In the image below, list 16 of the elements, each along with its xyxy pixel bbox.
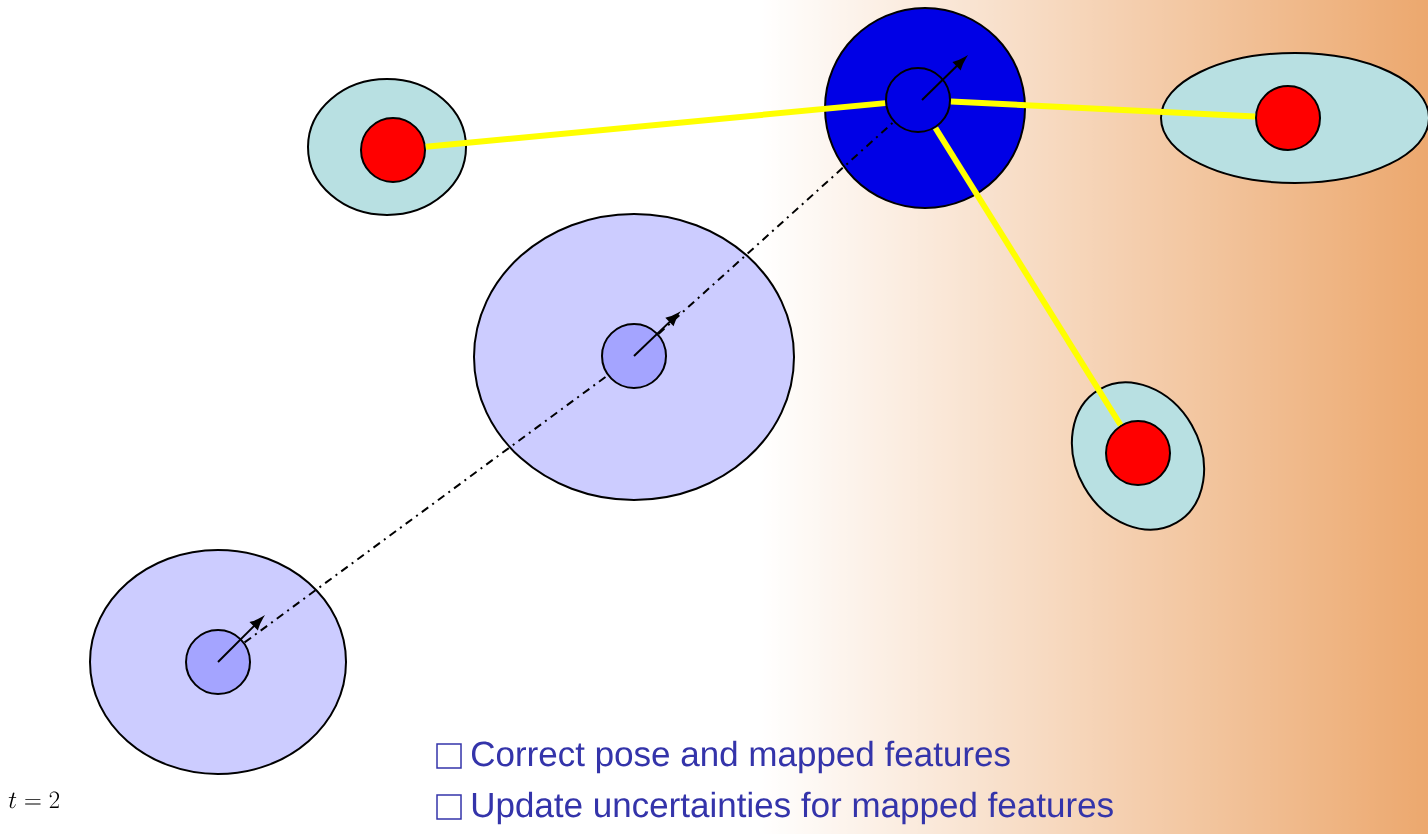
connector-line — [932, 126, 1124, 427]
pose-circle — [185, 629, 251, 695]
time-label: $t = 2$ — [8, 791, 60, 809]
landmark-dot — [1105, 420, 1171, 486]
bullet-text: Update uncertainties for mapped features — [472, 791, 1113, 825]
pose-circle — [601, 323, 667, 389]
uncertainty-ellipse — [89, 549, 347, 775]
bullet-text: Correct pose and mapped features — [472, 740, 1010, 774]
connector-line — [425, 100, 886, 150]
connector-line — [243, 374, 609, 644]
pose-circle — [885, 67, 951, 133]
landmark-dot — [360, 117, 426, 183]
connector-line — [657, 121, 895, 335]
landmark-dot — [1255, 85, 1321, 151]
uncertainty-ellipse — [473, 213, 795, 501]
connector-line — [950, 98, 1256, 120]
